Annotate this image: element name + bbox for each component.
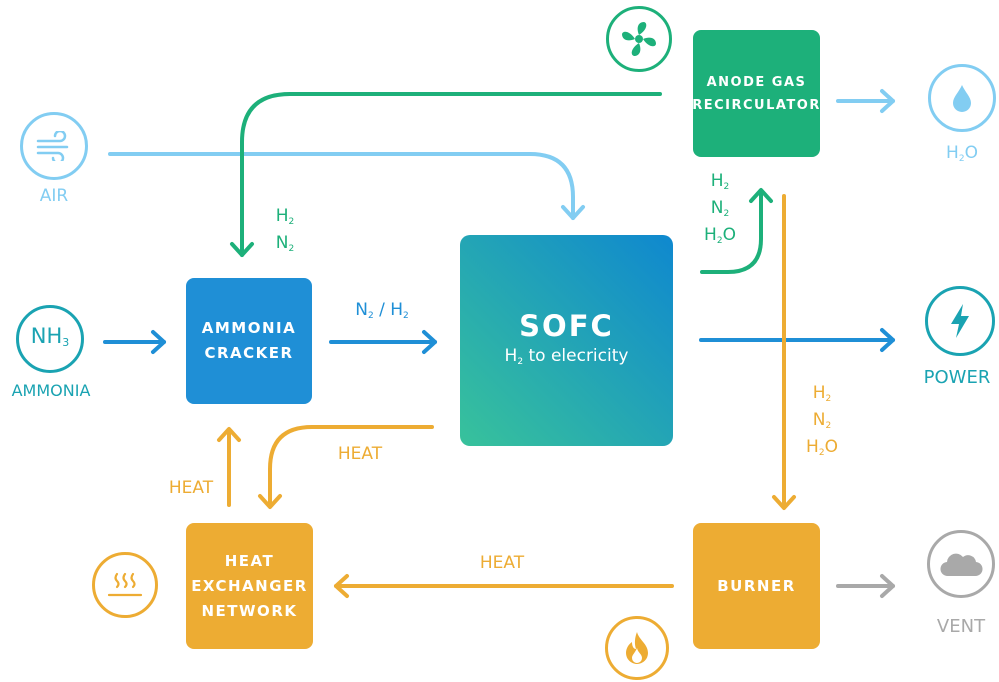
anode-line-1: ANODE GAS (706, 74, 807, 90)
heat-plate-icon (92, 552, 158, 618)
cracker-line-2: CRACKER (204, 344, 294, 362)
power-label: POWER (923, 367, 991, 388)
ammonia-flow-arrowhead (151, 330, 166, 354)
burner-in-n2: N2 (812, 410, 832, 431)
sofc-sub-text: to elecricity (528, 345, 629, 366)
sofc-to-anode-arrowhead (749, 188, 773, 203)
cracker-feed-h2: H2 (275, 206, 295, 227)
exchanger-heat-up-arrowhead (217, 427, 241, 442)
h2o-out-sub: 2 (958, 154, 965, 164)
burner-to-vent-arrowhead (880, 574, 895, 598)
n2-h2-text: N2 / H2 (355, 300, 409, 321)
air-flow-arrowhead (561, 205, 585, 220)
cracker-to-sofc-arrowhead (422, 330, 437, 354)
sofc-subtitle: H2 to elecricity (505, 344, 629, 374)
air-label: AIR (39, 186, 69, 206)
heat-exchanger-network-box: HEAT EXCHANGER NETWORK (186, 523, 313, 649)
anode-in-h2: H2 (710, 171, 730, 192)
burner-in-h2o: H2O (806, 437, 838, 458)
anode-input-species: H2 N2 H2O (699, 171, 741, 252)
anode-line-2: RECIRCULATOR (692, 97, 821, 113)
recirculation-flow-line (240, 92, 662, 257)
sofc-sub-2: 2 (517, 356, 524, 367)
anode-in-h2o: H2O (704, 225, 736, 246)
fire-icon (605, 616, 669, 680)
vent-label: VENT (936, 616, 986, 637)
nh3-sub: 3 (62, 335, 70, 349)
anode-in-n2: N2 (710, 198, 730, 219)
sofc-title: SOFC (519, 308, 614, 343)
sofc-heat-line (268, 425, 434, 508)
burner-label: BURNER (717, 576, 796, 595)
lightning-icon (925, 286, 995, 356)
recirculation-arrowhead (230, 242, 254, 257)
cracker-feed-n2: N2 (275, 233, 295, 254)
h2o-out-formula: H2O (946, 143, 978, 164)
water-output-label: H2O (925, 143, 999, 170)
water-drop-icon (928, 64, 996, 132)
h2o-out-o: O (964, 143, 978, 163)
anode-to-burner-arrowhead (772, 495, 796, 510)
sofc-to-anode-line (700, 189, 763, 274)
burner-in-h2: H2 (812, 383, 832, 404)
exchanger-line-3: NETWORK (201, 601, 298, 620)
exchanger-line-2: EXCHANGER (191, 576, 308, 595)
nh3-formula: NH3 (31, 324, 70, 355)
cracker-feed-species: H2 N2 (268, 206, 302, 260)
burner-input-species: H2 N2 H2O (800, 383, 844, 464)
sofc-heat-arrowhead (258, 494, 282, 509)
sofc-sub-h: H (504, 345, 518, 366)
burner-heat-arrowhead (334, 574, 349, 598)
sofc-box-background (460, 235, 673, 446)
air-flow-line (108, 152, 575, 220)
heat-label-bottom: HEAT (479, 553, 525, 573)
fan-icon (606, 6, 672, 72)
ammonia-cracker-box: AMMONIA CRACKER (186, 278, 312, 404)
anode-to-water-arrowhead (880, 89, 895, 113)
wind-icon (20, 112, 88, 180)
cloud-icon (927, 530, 995, 598)
cracker-line-1: AMMONIA (201, 319, 297, 337)
exchanger-line-1: HEAT (224, 551, 275, 570)
ammonia-label: AMMONIA (11, 381, 91, 400)
cracker-output-species: N2 / H2 (346, 300, 418, 327)
heat-label-left: HEAT (168, 478, 214, 498)
burner-box: BURNER (693, 523, 820, 649)
h2o-out-h: H (946, 143, 959, 163)
nh3-symbol: NH (30, 323, 63, 348)
anode-gas-recirculator-box: ANODE GAS RECIRCULATOR (692, 30, 821, 157)
ammonia-icon: NH3 (16, 305, 84, 373)
sofc-box: SOFC H2 to elecricity (460, 235, 673, 446)
sofc-to-power-arrowhead (880, 328, 895, 352)
heat-label-sofc: HEAT (337, 444, 383, 464)
